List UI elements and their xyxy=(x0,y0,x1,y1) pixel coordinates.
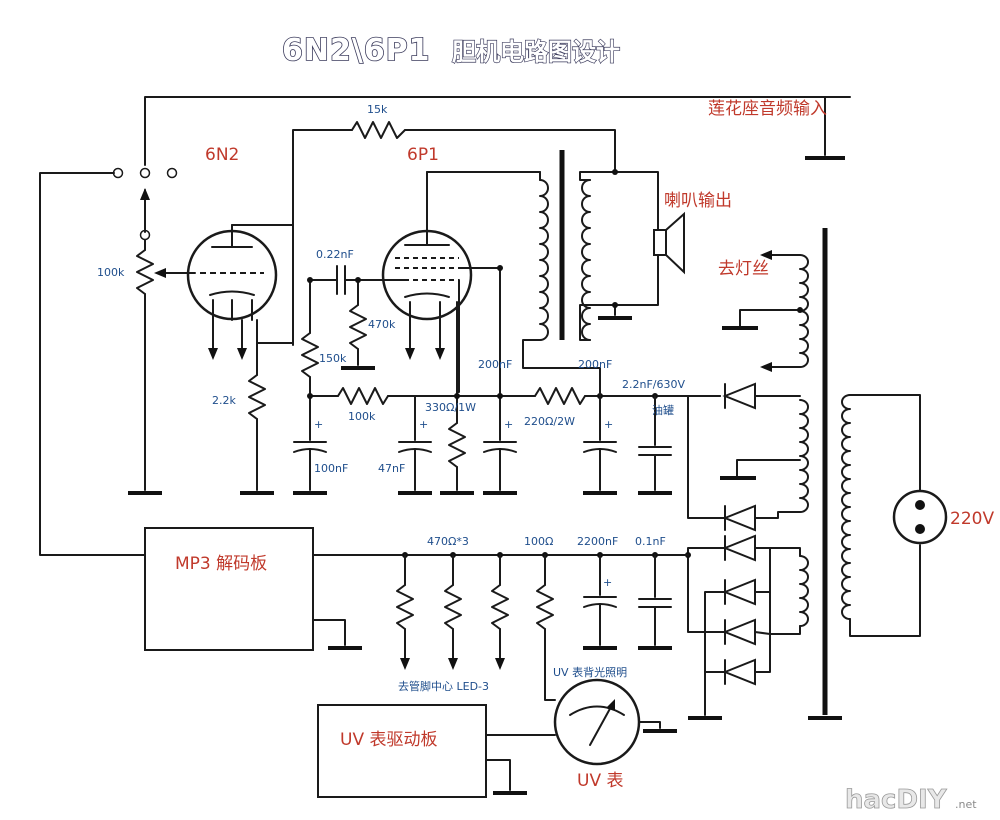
filter-resistor-100k xyxy=(309,387,536,405)
watermark-sub: .net xyxy=(955,798,977,811)
junction-b2 xyxy=(454,393,460,399)
label-c-200b: 200nF xyxy=(578,358,612,371)
label-pot: 100k xyxy=(97,266,125,279)
label-r-plate: 150k xyxy=(319,352,347,365)
hv-diode xyxy=(722,382,801,410)
volume-potentiometer xyxy=(136,239,196,491)
label-mp3-board: MP3 解码板 xyxy=(175,554,267,574)
tube-6n2-pins xyxy=(208,224,294,360)
feedback-resistor xyxy=(351,121,406,139)
label-tube-6p1: 6P1 xyxy=(407,145,439,165)
junction-filament-ct xyxy=(797,307,803,313)
label-r-filter1: 100k xyxy=(348,410,376,423)
grid-resistor xyxy=(349,279,367,366)
label-r-filter3: 220Ω/2W xyxy=(524,415,575,428)
hv-diode-2 xyxy=(687,395,756,532)
junction-b3 xyxy=(497,393,503,399)
label-c-47: 47nF xyxy=(378,462,405,475)
cap-oil xyxy=(638,395,672,491)
junction-plate xyxy=(307,277,313,283)
plus-c47: + xyxy=(419,418,428,431)
primary-winding xyxy=(841,394,921,637)
label-c-2200: 2200nF xyxy=(577,535,618,548)
label-r-cathode: 2.2k xyxy=(212,394,236,407)
bridge-rectifier xyxy=(687,534,771,716)
label-vu-backlight: UV 表背光照明 xyxy=(553,665,627,679)
backlight-resistor xyxy=(536,554,556,701)
label-filament: 去灯丝 xyxy=(718,259,769,279)
junction-screen xyxy=(497,265,503,271)
label-r-grid: 470k xyxy=(368,318,396,331)
label-c-coupling: 0.22nF xyxy=(316,248,354,261)
plus-c-main: + xyxy=(604,418,613,431)
tube-6n2 xyxy=(186,224,278,321)
label-speaker-output: 喇叭输出 xyxy=(664,191,732,211)
cathode-resistor xyxy=(248,342,266,491)
vu-meter xyxy=(553,678,661,766)
top-wiring xyxy=(144,96,851,346)
label-r-feedback: 15k xyxy=(367,103,388,116)
junction-feedback xyxy=(612,169,618,175)
junction-b1 xyxy=(307,393,313,399)
label-r-100: 100Ω xyxy=(524,535,553,548)
title-description: 胆机电路图设计 xyxy=(452,38,620,66)
label-vu-meter: UV 表 xyxy=(577,771,623,791)
label-c-hv: 2.2nF/630V xyxy=(622,378,685,391)
plus-c-screen: + xyxy=(504,418,513,431)
cap-01nf xyxy=(638,554,672,646)
cap-2200nf xyxy=(583,554,617,646)
junction-grid xyxy=(355,277,361,283)
watermark-logo: hacDIY xyxy=(845,785,948,815)
mains-plug-icon xyxy=(892,489,948,545)
vu-driver-board xyxy=(317,704,556,798)
label-r-led: 470Ω*3 xyxy=(427,535,469,548)
speaker-icon xyxy=(653,211,685,275)
mp3-board xyxy=(144,527,346,651)
filter-resistor-330 xyxy=(448,409,466,491)
label-mains: 220V xyxy=(950,509,994,529)
label-c-100: 100nF xyxy=(314,462,348,475)
label-c-200a: 200nF xyxy=(478,358,512,371)
plus-c2200: + xyxy=(603,576,612,589)
title-tube-models: 6N2\6P1 xyxy=(282,33,431,68)
led-resistors xyxy=(396,554,509,670)
junction-spk-gnd xyxy=(612,302,618,308)
hv-winding xyxy=(736,399,809,519)
cap-100nf xyxy=(293,435,327,491)
cap-main xyxy=(583,395,617,491)
plate-resistor xyxy=(301,279,319,437)
plus-c100: + xyxy=(314,418,323,431)
output-transformer xyxy=(522,150,659,369)
label-c-oil: 油罐 xyxy=(652,403,674,417)
lv-winding xyxy=(759,547,809,635)
label-c-01: 0.1nF xyxy=(635,535,666,548)
label-led-note: 去管脚中心 LED-3 xyxy=(398,679,489,693)
label-vu-driver: UV 表驱动板 xyxy=(340,730,437,750)
cap-47nf xyxy=(398,395,432,491)
cap-screen xyxy=(483,435,517,491)
label-r-filter2: 330Ω/1W xyxy=(425,401,476,414)
label-rca-input: 莲花座音频输入 xyxy=(708,99,827,119)
label-tube-6n2: 6N2 xyxy=(205,145,239,165)
input-selector-switch xyxy=(39,167,178,556)
